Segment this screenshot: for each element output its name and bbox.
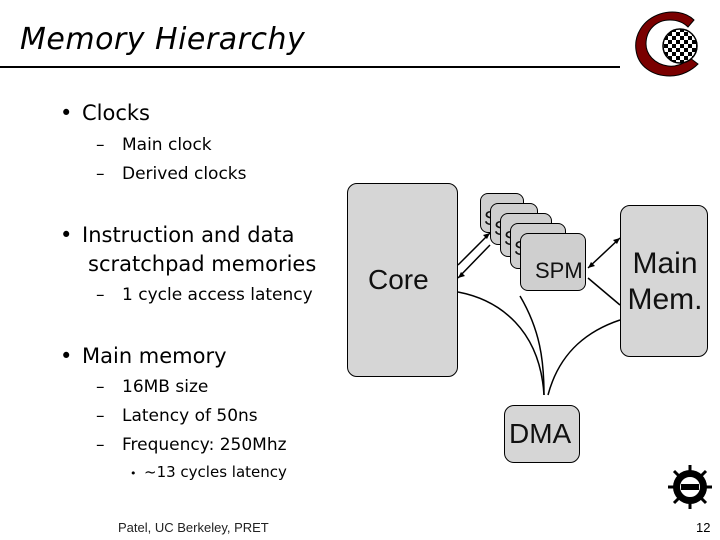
bullet-scratchpad-line1: Instruction and data	[82, 223, 295, 247]
sub-derived-clocks: –Derived clocks	[96, 164, 247, 184]
sub-frequency: –Frequency: 250Mhz	[96, 435, 287, 455]
core-label: Core	[368, 264, 429, 295]
page-title: Memory Hierarchy	[20, 22, 306, 57]
sub-latency-1cycle-text: 1 cycle access latency	[122, 285, 313, 305]
footer-credit: Patel, UC Berkeley, PRET	[118, 520, 269, 535]
bullet-main-memory: •Main memory	[60, 344, 227, 368]
spm-box: SPM	[520, 233, 586, 291]
sub-latency-1cycle: –1 cycle access latency	[96, 285, 313, 305]
sub-frequency-text: Frequency: 250Mhz	[122, 435, 287, 455]
sub-size: –16MB size	[96, 377, 209, 397]
main-mem-label: Main Mem.	[627, 246, 703, 318]
bullet-main-memory-text: Main memory	[82, 344, 227, 368]
sub-main-clock-text: Main clock	[122, 135, 212, 155]
main-mem-label-line1: Main	[632, 247, 698, 280]
title-divider	[0, 66, 620, 68]
subsub-cycles-text: ~13 cycles latency	[144, 463, 287, 481]
core-box: Core	[347, 183, 458, 377]
bullet-scratchpad: •Instruction and data	[60, 223, 295, 247]
sub-latency: –Latency of 50ns	[96, 406, 258, 426]
main-mem-label-line2: Mem.	[627, 283, 703, 316]
sub-derived-clocks-text: Derived clocks	[122, 164, 247, 184]
subsub-cycles: •~13 cycles latency	[130, 463, 287, 481]
sub-main-clock: –Main clock	[96, 135, 212, 155]
dma-box: DMA	[504, 405, 580, 463]
berkeley-c-logo-icon	[628, 8, 714, 78]
page-number: 12	[696, 520, 711, 535]
bullet-scratchpad-line2: scratchpad memories	[88, 252, 317, 276]
gear-logo-icon	[666, 463, 714, 511]
spm-label: SPM	[535, 258, 583, 283]
main-mem-box: Main Mem.	[620, 205, 708, 357]
sub-size-text: 16MB size	[122, 377, 209, 397]
bullet-clocks: •Clocks	[60, 101, 150, 125]
bullet-clocks-text: Clocks	[82, 101, 150, 125]
dma-label: DMA	[509, 418, 572, 449]
sub-latency-text: Latency of 50ns	[122, 406, 258, 426]
